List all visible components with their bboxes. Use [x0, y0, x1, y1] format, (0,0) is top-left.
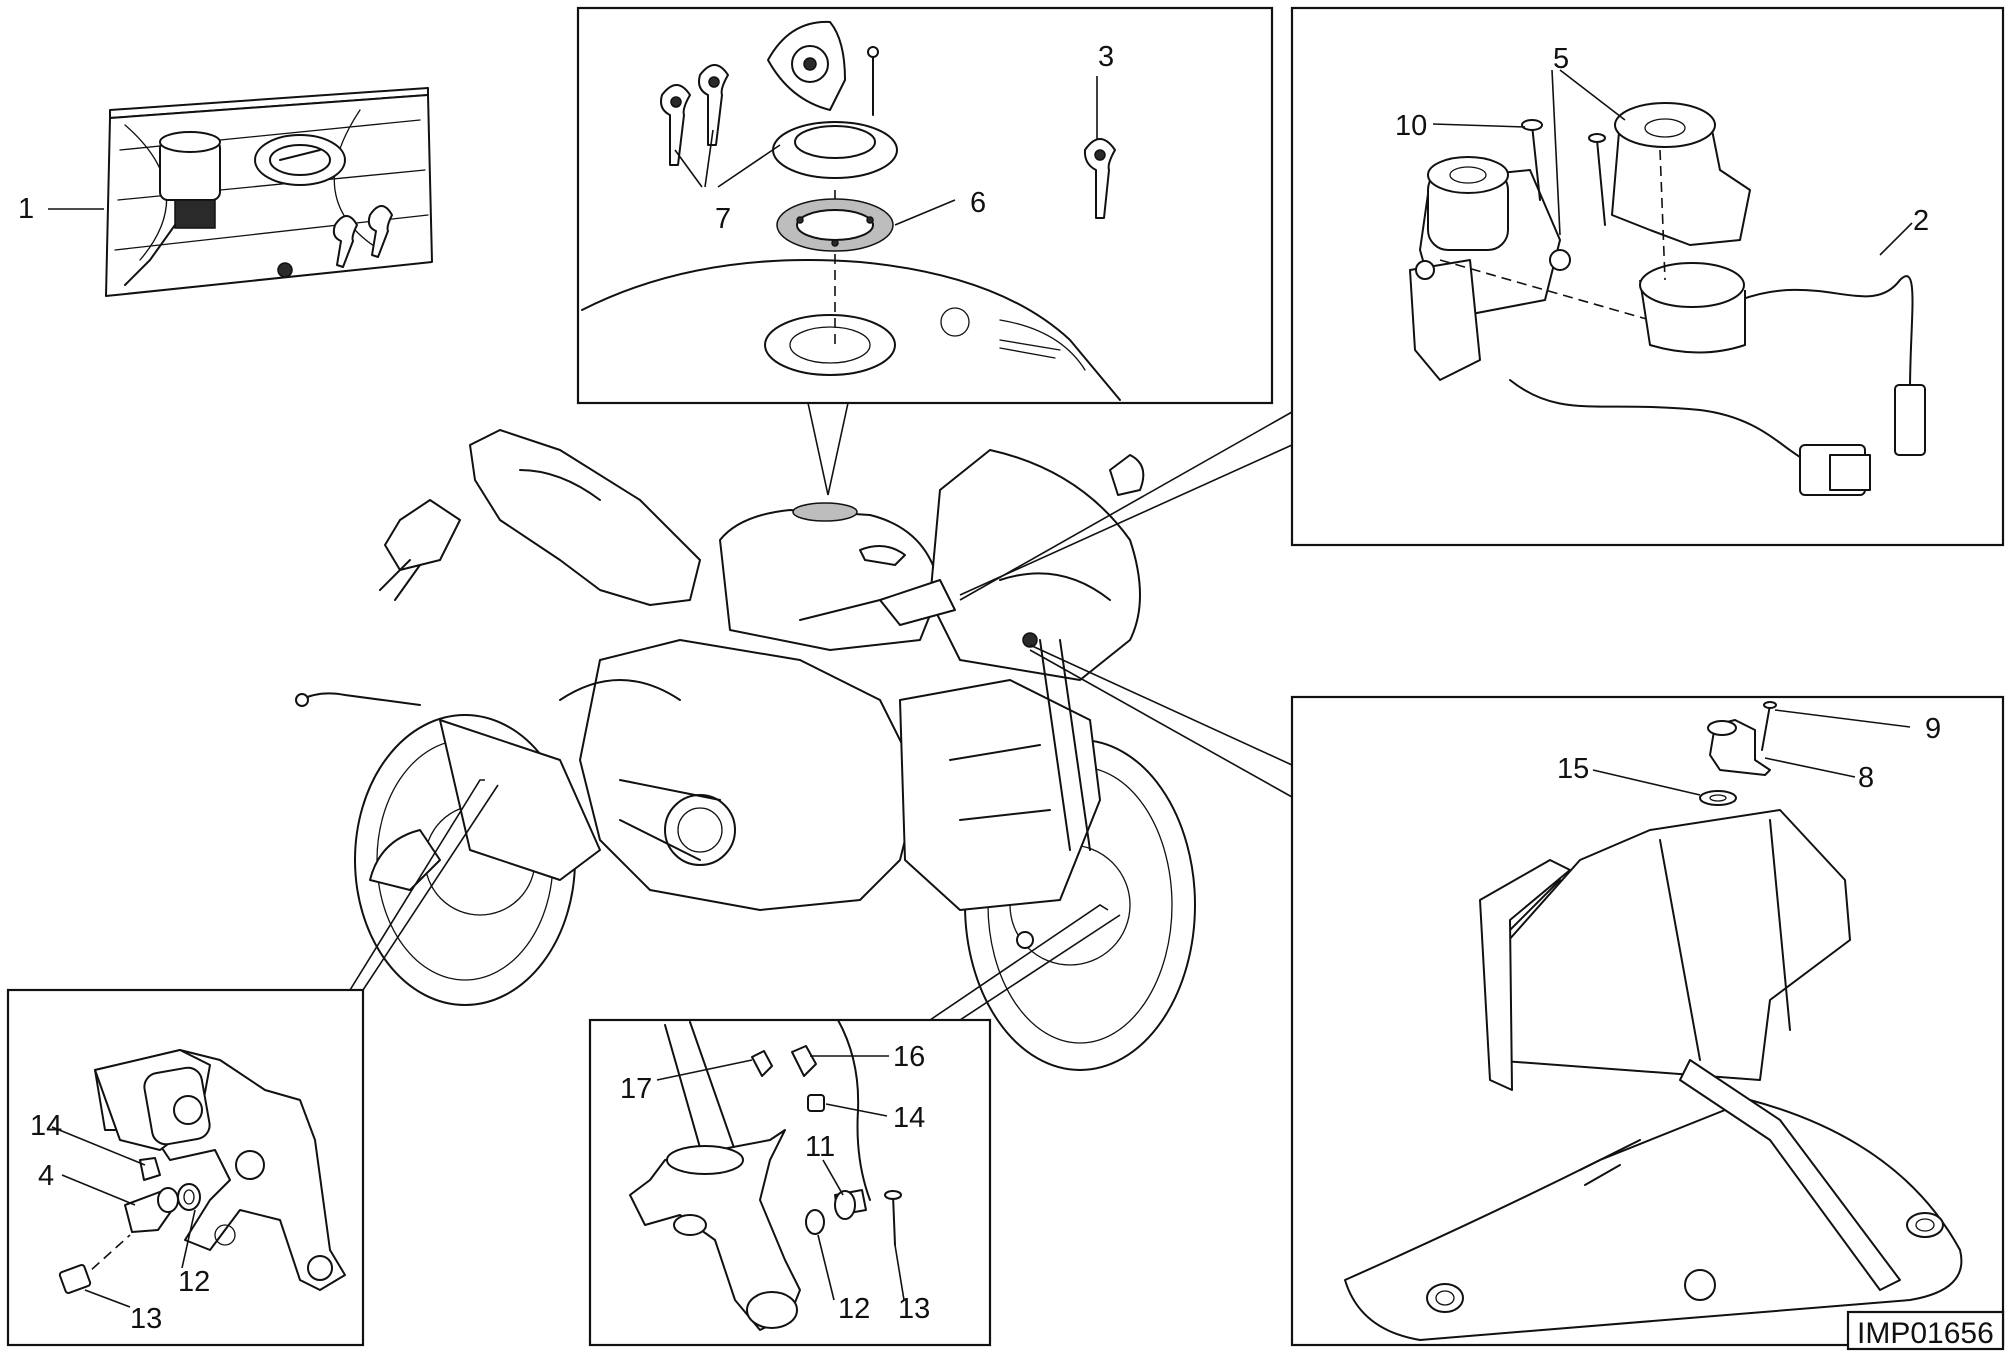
lock-kit-illustration — [105, 87, 433, 297]
part-labels: 1 2 3 4 5 6 7 8 9 10 11 12 12 13 13 14 1… — [18, 41, 1941, 1335]
label-10: 10 — [1395, 110, 1427, 142]
label-17: 17 — [620, 1073, 652, 1105]
front-speed-sensor-panel — [588, 1018, 992, 1347]
label-12b: 12 — [838, 1293, 870, 1325]
label-13b: 13 — [898, 1293, 930, 1325]
label-5: 5 — [1553, 43, 1569, 75]
label-11: 11 — [805, 1131, 835, 1163]
callout-lines — [349, 402, 1293, 1021]
label-3: 3 — [1098, 41, 1114, 73]
label-7: 7 — [715, 203, 731, 235]
label-2: 2 — [1913, 205, 1929, 237]
label-leaders — [48, 69, 1913, 1308]
label-12a: 12 — [178, 1266, 210, 1298]
label-13a: 13 — [130, 1303, 162, 1335]
drawing-code-box: IMP01656 — [1846, 1310, 2005, 1351]
label-9: 9 — [1925, 713, 1941, 745]
label-8: 8 — [1858, 762, 1874, 794]
drawing-code: IMP01656 — [1857, 1317, 1994, 1350]
label-14b: 14 — [893, 1102, 925, 1134]
fairing-sensor-panel — [1290, 695, 2005, 1347]
label-1: 1 — [18, 193, 34, 225]
label-4: 4 — [38, 1160, 54, 1192]
motorcycle-illustration — [295, 429, 1196, 1071]
label-14a: 14 — [30, 1110, 62, 1142]
label-16: 16 — [893, 1041, 925, 1073]
label-6: 6 — [970, 187, 986, 219]
ignition-switch-panel — [1290, 6, 2005, 547]
label-15: 15 — [1557, 753, 1589, 785]
fuel-cap-panel — [576, 6, 1274, 405]
rear-speed-sensor-panel — [6, 988, 365, 1347]
